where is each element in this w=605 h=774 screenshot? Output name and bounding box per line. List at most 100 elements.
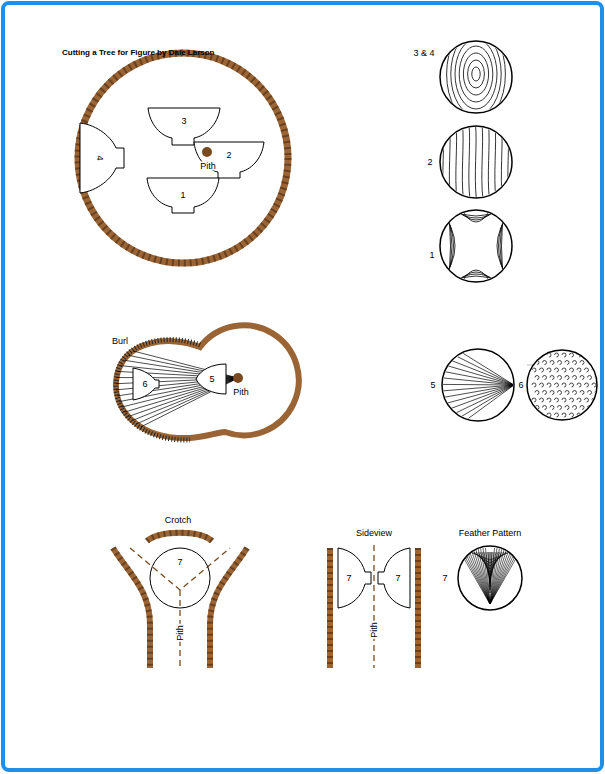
part-label: Sideview (355, 529, 393, 538)
grain-stroke (592, 413, 596, 417)
grain-stroke (565, 391, 569, 395)
grain-stroke (573, 376, 577, 380)
grain-stroke (595, 406, 599, 410)
grain-stroke (490, 552, 492, 593)
grain-stroke (570, 353, 574, 357)
grain-stroke (555, 368, 559, 372)
grain-stroke (555, 383, 559, 387)
callout-number: 2 (426, 158, 433, 167)
grain-stroke (540, 398, 544, 402)
grain-stroke (558, 376, 562, 380)
grain-stroke (532, 383, 536, 387)
grain-stroke (573, 391, 577, 395)
grain-stroke (469, 124, 470, 200)
grain-stroke (471, 548, 491, 604)
grain-stroke (543, 376, 547, 380)
grain-stroke (458, 350, 514, 385)
callout-number: 1 (179, 191, 186, 200)
grain-stroke (570, 368, 574, 372)
grain-stroke (550, 391, 554, 395)
grain-stroke (490, 548, 510, 604)
grain-stroke (577, 383, 581, 387)
grain-stroke (490, 548, 495, 604)
grain-stroke (543, 391, 547, 395)
callout-number: 5 (429, 381, 436, 390)
grain-stroke (592, 353, 596, 357)
grain-stroke (468, 548, 490, 604)
grain-stroke (447, 25, 506, 123)
grain-stroke (451, 32, 501, 116)
grain-stroke (472, 67, 480, 81)
part-label: Pith (232, 388, 250, 397)
grain-stroke (585, 353, 589, 357)
grain-stroke (580, 361, 584, 365)
grain-stroke (462, 124, 463, 200)
grain-stroke (562, 413, 566, 417)
grain-stroke (543, 361, 547, 365)
grain-stroke (481, 548, 491, 604)
grain-stroke (456, 124, 457, 200)
grain-stroke (476, 548, 491, 604)
grain-stroke (570, 398, 574, 402)
grain-stroke (490, 548, 515, 604)
grain-stroke (459, 46, 493, 102)
callout-number: 7 (345, 574, 352, 583)
grain-stroke (440, 210, 455, 282)
grain-stroke (580, 391, 584, 395)
grain-stroke (482, 124, 483, 200)
part-label: Pith (176, 624, 185, 642)
grain-stroke (565, 361, 569, 365)
grain-stroke (562, 383, 566, 387)
grain-stroke (558, 361, 562, 365)
grain-stroke (535, 376, 539, 380)
grain-stroke (585, 368, 589, 372)
grain-stroke (577, 368, 581, 372)
callout-number: 3 (180, 117, 187, 126)
grain-stroke (570, 413, 574, 417)
grain-stroke (501, 124, 502, 200)
grain-stroke (547, 383, 551, 387)
grain-stroke (540, 368, 544, 372)
grain-stroke (447, 385, 514, 410)
grain-stroke (463, 53, 488, 95)
grain-stroke (532, 413, 536, 417)
callout-number: 4 (95, 154, 104, 161)
grain-stroke (439, 378, 514, 385)
grain-stroke (562, 353, 566, 357)
grain-stroke (558, 391, 562, 395)
grain-stroke (532, 398, 536, 402)
callout-number: 7 (176, 558, 183, 567)
grain-stroke (490, 548, 502, 604)
grain-stroke (558, 406, 562, 410)
grain-stroke (483, 548, 490, 604)
callout-number: 6 (517, 381, 524, 390)
callout-number: 6 (141, 380, 148, 389)
grain-stroke (555, 413, 559, 417)
grain-stroke (562, 398, 566, 402)
grain-stroke (573, 361, 577, 365)
grain-stroke (443, 124, 444, 200)
grain-stroke (486, 548, 491, 604)
grain-stroke (490, 548, 507, 604)
grain-stroke (497, 210, 512, 282)
grain-stroke (550, 376, 554, 380)
title: Cutting a Tree for Figure by Dale Larson (62, 48, 214, 57)
grain-stroke (461, 548, 491, 604)
grain-stroke (588, 391, 592, 395)
grain-stroke (490, 548, 512, 604)
grain-stroke (448, 359, 514, 385)
grain-stroke (455, 39, 497, 109)
grain-stroke (488, 552, 490, 593)
part-label: Feather Pattern (458, 529, 523, 538)
grain-stroke (547, 398, 551, 402)
grain-stroke (588, 376, 592, 380)
grain-stroke (565, 376, 569, 380)
grain-stroke (499, 210, 510, 282)
part-label: Crotch (164, 516, 193, 525)
grain-stroke (532, 353, 536, 357)
grain-stroke (490, 548, 500, 604)
grain-stroke (547, 368, 551, 372)
callout-number: 7 (441, 574, 448, 583)
